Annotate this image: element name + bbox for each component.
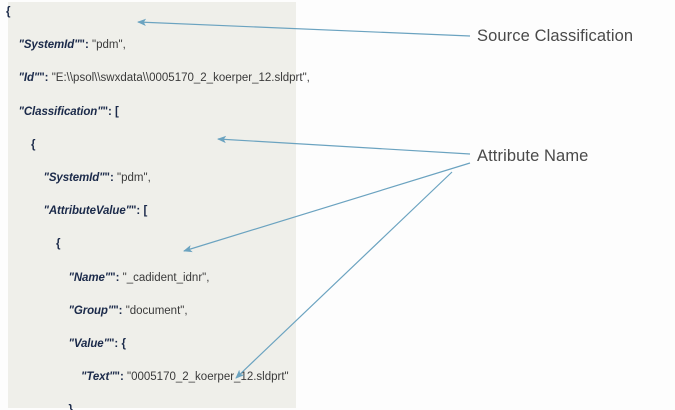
code-punctuation: ": [113,304,126,317]
code-value: "pdm", [92,39,126,52]
code-value: "document", [125,304,188,317]
code-brace: { [6,6,11,18]
annotation-label-attribute-name: Attribute Name [477,147,589,165]
code-line: "SystemId"": "pdm", [0,37,300,54]
code-value: "_cadident_idnr", [122,271,210,284]
code-punctuation: ": [79,39,93,52]
code-punctuation: ": [ [102,105,119,118]
code-line: { [0,236,300,253]
code-line: "SystemId"": "pdm", [0,170,300,187]
code-value: "pdm", [117,171,151,184]
code-value: "0005170_2_koerper_12.sldprt" [127,371,289,384]
code-brace: { [56,238,61,251]
code-line: { [0,4,300,21]
code-punctuation: ": [104,171,118,184]
code-line: "Classification"": [ [0,104,300,121]
json-code-block: {"SystemId"": "pdm","Id"": "E:\\psol\\sw… [0,0,310,410]
code-line: "Text"": "0005170_2_koerper_12.sldprt" [0,369,300,386]
code-punctuation: ": [ [130,205,148,218]
code-punctuation: ": [114,371,128,384]
code-line: "Group"": "document", [0,303,300,320]
code-key: "Group" [68,304,114,317]
code-key: "SystemId" [43,171,105,184]
code-brace: { [31,138,36,151]
annotation-label-source-classification: Source Classification [477,27,634,45]
code-line: "Value"": { [0,336,300,353]
code-line: } [0,402,300,410]
code-key: "Value" [68,337,110,350]
code-brace: } [69,404,73,410]
code-key: "Id" [18,72,40,85]
code-line: "Name"": "_cadident_idnr", [0,270,300,287]
code-value: "E:\\psol\\swxdata\\0005170_2_koerper_12… [51,72,310,85]
code-key: "Classification" [18,105,103,118]
code-lines: {"SystemId"": "pdm","Id"": "E:\\psol\\sw… [0,0,310,410]
code-line: { [0,137,300,154]
code-punctuation: ": { [108,337,126,350]
code-key: "Text" [81,371,115,384]
code-line: "Id"": "E:\\psol\\swxdata\\0005170_2_koe… [0,70,310,87]
code-key: "AttributeValue" [43,205,132,218]
code-line: "AttributeValue"": [ [0,203,300,220]
code-key: "Name" [68,271,111,284]
code-punctuation: ": [39,72,52,85]
code-punctuation: ": [110,271,123,284]
code-key: "SystemId" [18,39,80,52]
